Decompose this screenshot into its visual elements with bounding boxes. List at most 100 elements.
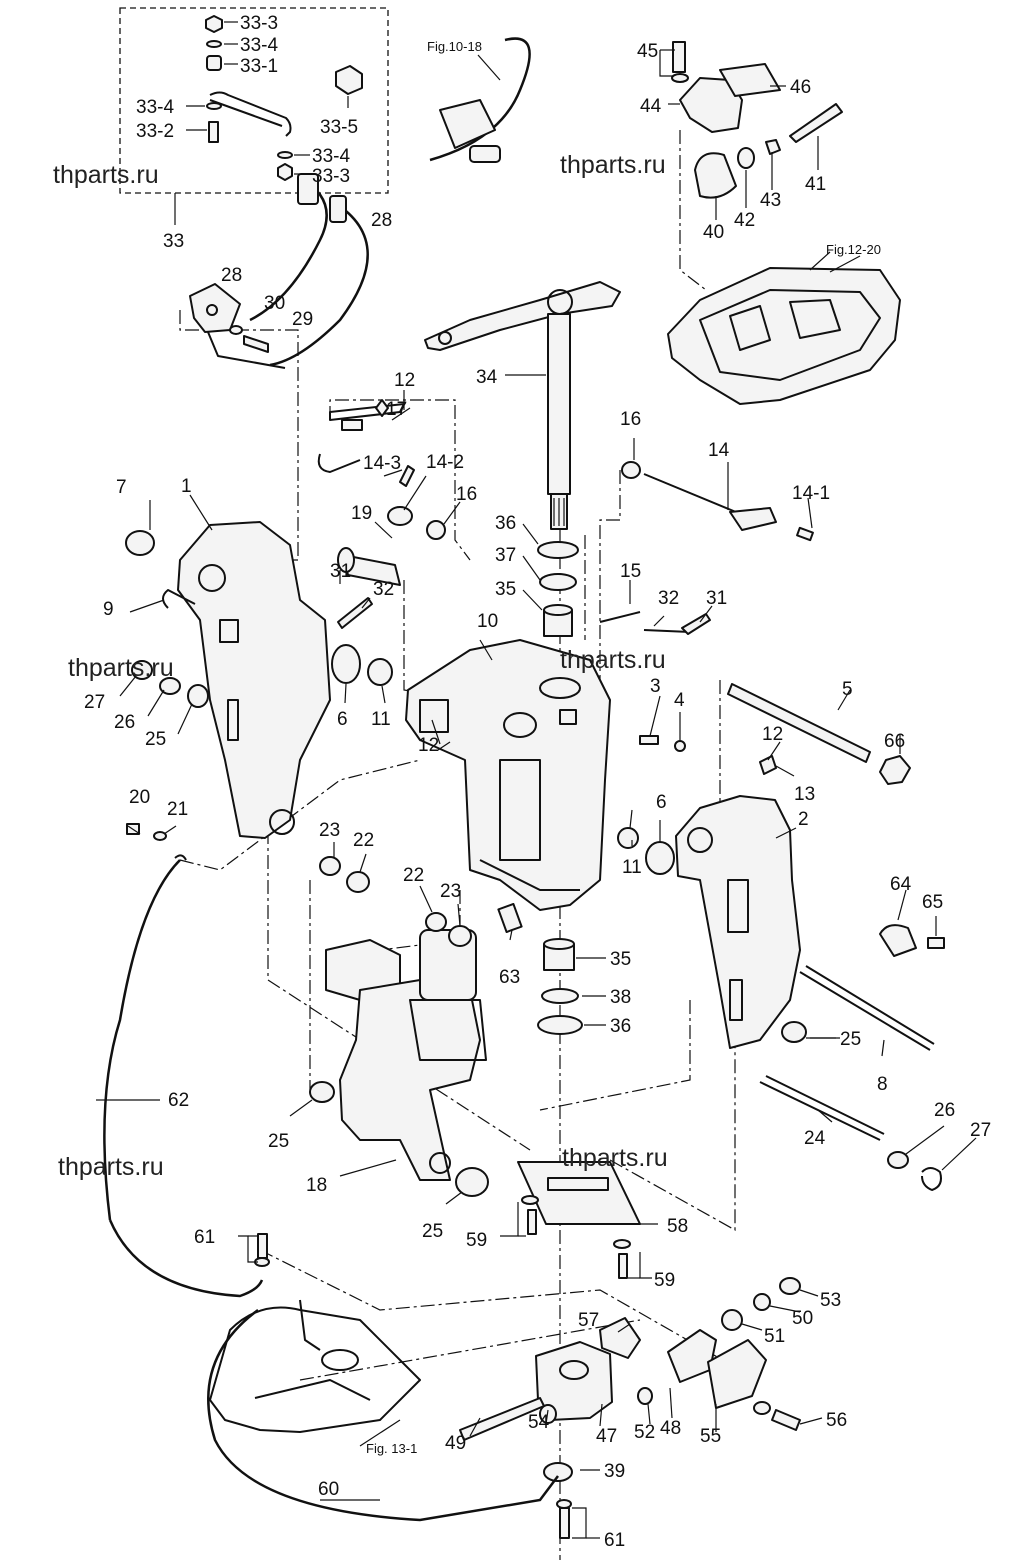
bracket-1-hardware [131,399,446,708]
part-number-label: 6 [656,792,667,813]
part-number-label: 23 [319,820,340,841]
part-number-label: 59 [466,1230,487,1251]
part-number-label: 62 [168,1090,189,1111]
part-number-label: 33-3 [312,166,350,187]
part-number-label: 6 [337,709,348,730]
part-number-label: 41 [805,174,826,195]
swivel-bracket-10 [405,639,611,911]
lower-mount [459,1277,801,1441]
part-number-label: 33 [163,231,184,252]
part-number-label: 11 [622,857,642,878]
part-number-label: 64 [890,874,912,895]
clamp-bracket-2 [675,795,945,1191]
part-number-label: 58 [667,1216,688,1237]
part-number-label: 48 [660,1418,681,1439]
part-number-label: 38 [610,987,631,1008]
part-number-label: 33-1 [240,56,278,77]
part-number-label: 52 [634,1422,655,1443]
watermark: thparts.ru [560,151,666,179]
part-number-label: 10 [477,611,498,632]
part-number-label: 9 [103,599,114,620]
part-number-label: 36 [495,513,516,534]
part-number-label: 47 [596,1426,617,1447]
part-number-label: 60 [318,1479,339,1500]
part-number-label: 32 [373,579,394,600]
part-number-label: 46 [790,77,811,98]
part-number-label: 17 [386,399,407,420]
part-number-label: 66 [884,731,905,752]
part-number-label: 35 [495,579,516,600]
part-number-label: 25 [840,1029,861,1050]
part-number-label: 57 [578,1310,599,1331]
part-number-label: 22 [353,830,374,851]
part-number-label: 11 [371,709,391,730]
part-number-label: 3 [650,676,661,697]
part-number-label: 45 [637,41,658,62]
part-number-label: 31 [330,561,351,582]
clamp-bracket-1 [125,521,331,839]
part-number-label: 14-3 [363,453,401,474]
part-number-label: 28 [371,210,392,231]
part-number-label: 8 [877,1074,888,1095]
part-number-label: 36 [610,1016,631,1037]
part-number-label: 24 [804,1128,826,1149]
upper-mount [671,41,843,199]
figure-reference-label: Fig. 13-1 [366,1441,417,1456]
dash-dot-lines [119,7,761,1560]
part-number-label: 18 [306,1175,327,1196]
part-number-label: 5 [842,679,853,700]
part-number-label: 7 [116,477,127,498]
kit-33-parts [205,15,363,181]
part-number-label: 61 [604,1530,625,1551]
part-number-label: 22 [403,865,424,886]
part-number-label: 13 [794,784,815,805]
part-number-label: 63 [499,967,520,988]
fig-13-1-housing [209,1299,421,1433]
part-number-label: 33-5 [320,117,358,138]
part-number-label: 12 [762,724,783,745]
kit-33-box [119,7,389,194]
part-number-label: 25 [268,1131,289,1152]
part-number-label: 33-2 [136,121,174,142]
watermark: thparts.ru [58,1153,164,1181]
part-number-label: 56 [826,1410,847,1431]
part-number-label: 14-2 [426,452,464,473]
harness-connector [249,37,531,367]
part-number-label: 33-3 [240,13,278,34]
part-number-label: 35 [610,949,631,970]
part-number-label: 32 [658,588,679,609]
part-number-label: 37 [495,545,516,566]
figure-reference-label: Fig.12-20 [826,242,881,257]
part-number-label: 21 [167,799,188,820]
part-number-labels: 33-3 33-4 33-1 33-4 33-2 33-5 33-4 33-3 … [84,13,991,1551]
part-number-label: 43 [760,190,781,211]
part-number-label: 26 [934,1100,955,1121]
part-number-label: 33-4 [136,97,174,118]
part-number-label: 54 [528,1412,550,1433]
watermark: thparts.ru [53,161,159,189]
part-number-label: 1 [181,476,192,497]
plate-58 [517,1161,641,1279]
part-number-label: 27 [84,692,105,713]
watermark: thparts.ru [68,654,174,682]
part-number-label: 23 [440,881,461,902]
part-number-label: 33-4 [240,35,278,56]
part-number-label: 19 [351,503,372,524]
part-number-label: 26 [114,712,135,733]
part-number-label: 16 [620,409,641,430]
part-number-label: 65 [922,892,943,913]
part-number-label: 30 [264,293,285,314]
ground-cables [96,823,572,1539]
part-number-label: 33-4 [312,146,350,167]
part-number-label: 49 [445,1433,466,1454]
part-number-label: 16 [456,484,477,505]
steering-shaft-34 [424,281,621,530]
part-number-label: 12 [394,370,415,391]
label-leaders [110,21,977,1539]
holder-28 [189,283,286,369]
right-hardware [599,461,911,875]
watermark: thparts.ru [562,1144,668,1172]
figure-reference-label: Fig.10-18 [427,39,482,54]
part-number-label: 27 [970,1120,991,1141]
